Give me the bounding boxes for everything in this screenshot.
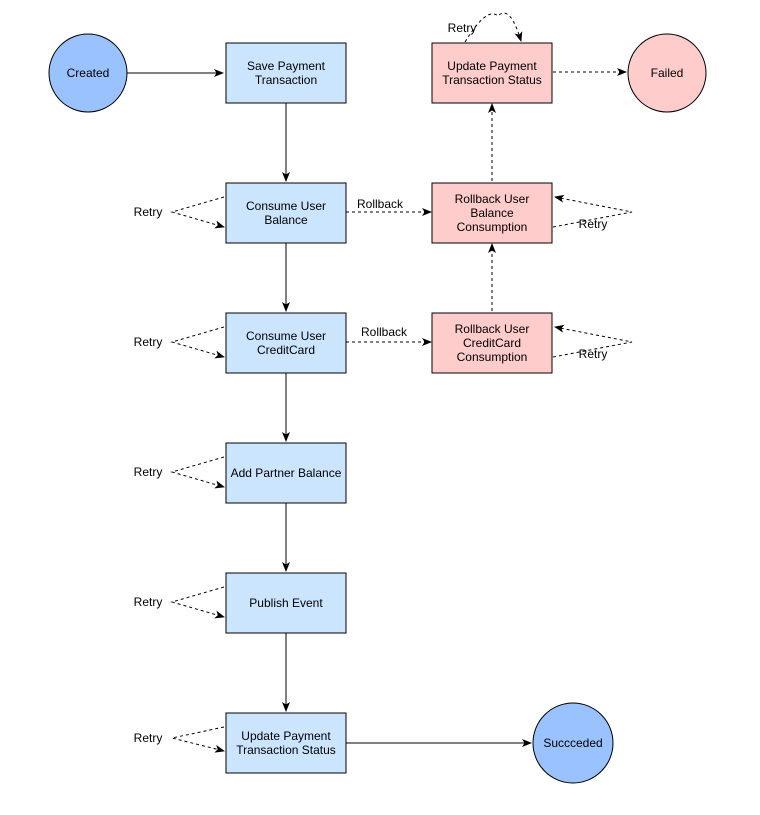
node-update-status-fail: Update Payment Transaction Status [431, 42, 553, 104]
update-status-success-box [225, 712, 347, 774]
succeeded-label: Succceded [543, 736, 602, 750]
failed-circle [627, 33, 707, 113]
node-rollback-creditcard: Rollback User CreditCard Consumption [431, 312, 553, 374]
retry-loop-partner [170, 456, 225, 489]
retry-loop-balance [170, 196, 225, 229]
retry-label: Retry [579, 217, 608, 231]
retry-loop-publish [170, 586, 225, 619]
node-succeeded: Succceded [532, 702, 614, 784]
retry-label: Retry [134, 595, 163, 609]
node-label: Balance [470, 206, 514, 220]
retry-label: Retry [134, 465, 163, 479]
node-label: Consume User [246, 329, 326, 343]
node-update-status-success: Update Payment Transaction Status [225, 712, 347, 774]
retry-label: Retry [134, 335, 163, 349]
node-label: Transaction Status [442, 73, 542, 87]
node-label: Consume User [246, 199, 326, 213]
node-label: CreditCard [257, 343, 315, 357]
node-label: Consumption [457, 220, 528, 234]
retry-label: Retry [134, 205, 163, 219]
rollback-balance-box [431, 182, 553, 244]
solid-edges [127, 69, 532, 747]
rollback-label: Rollback [357, 197, 404, 211]
retry-loop-update-fail [464, 12, 523, 43]
retry-loop-rollback-creditcard [552, 324, 633, 358]
save-payment-box [225, 42, 347, 104]
node-rollback-balance: Rollback User Balance Consumption [431, 182, 553, 244]
node-consume-balance: Consume User Balance [225, 182, 347, 244]
add-partner-box [225, 442, 347, 504]
consume-creditcard-box [225, 312, 347, 374]
node-label: Rollback User [455, 192, 530, 206]
node-consume-creditcard: Consume User CreditCard [225, 312, 347, 374]
retry-label: Retry [579, 347, 608, 361]
node-label: Update Payment [447, 59, 537, 73]
retry-loop-rollback-balance [552, 194, 633, 228]
node-label: Save Payment [247, 59, 326, 73]
node-failed: Failed [627, 33, 707, 113]
rollback-creditcard-box [431, 312, 553, 374]
retry-loop-update-success [171, 726, 225, 753]
consume-balance-box [225, 182, 347, 244]
succeeded-circle [532, 702, 614, 784]
created-circle [48, 33, 128, 113]
node-label: Rollback User [455, 322, 530, 336]
node-add-partner-balance: Add Partner Balance [225, 442, 347, 504]
node-label: Transaction Status [236, 743, 336, 757]
rollback-label: Rollback [361, 325, 408, 339]
edge-labels: Retry Retry Retry Retry Retry Retry Retr… [134, 21, 608, 745]
update-status-fail-box [431, 42, 553, 104]
failed-label: Failed [651, 66, 684, 80]
node-label: Consumption [457, 350, 528, 364]
node-created: Created [48, 33, 128, 113]
node-label: Transaction [255, 73, 317, 87]
created-label: Created [67, 66, 110, 80]
node-save-payment: Save Payment Transaction [225, 42, 347, 104]
publish-event-box [225, 572, 347, 634]
node-label: Add Partner Balance [231, 466, 342, 480]
node-label: CreditCard [463, 336, 521, 350]
retry-label: Retry [448, 21, 477, 35]
node-label: Update Payment [241, 729, 331, 743]
node-publish-event: Publish Event [225, 572, 347, 634]
dashed-edges [170, 12, 633, 753]
retry-loop-creditcard [170, 326, 225, 359]
node-label: Publish Event [249, 596, 323, 610]
retry-label: Retry [134, 731, 163, 745]
node-label: Balance [264, 213, 308, 227]
